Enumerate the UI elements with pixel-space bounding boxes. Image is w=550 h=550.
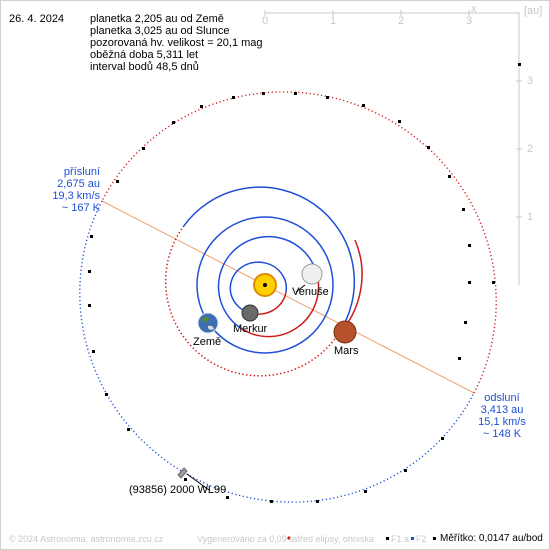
perihelion-label: přísluní 2,675 au 19,3 km/s ~ 167 K bbox=[50, 166, 100, 214]
perihelion-distance: 2,675 au bbox=[57, 178, 100, 190]
earth-orbit bbox=[196, 216, 334, 354]
info-distance-earth: planetka 2,205 au od Země bbox=[90, 13, 224, 25]
info-point-interval: interval bodů 48,5 dnů bbox=[90, 61, 199, 73]
x-tick-2: 2 bbox=[398, 15, 405, 27]
asteroid-label: (93856) 2000 WL99 bbox=[129, 484, 227, 496]
apsides-line bbox=[101, 200, 475, 394]
mercury-icon bbox=[241, 304, 259, 322]
info-magnitude: pozorovaná hv. velikost = 20,1 mag bbox=[90, 37, 263, 49]
date: 26. 4. 2024 bbox=[9, 13, 65, 25]
y-tick-2: 2 bbox=[527, 143, 534, 155]
venus-orbit bbox=[217, 235, 320, 338]
info-period: oběžná doba 5,311 let bbox=[90, 49, 199, 61]
scale-label: Měřítko: 0,0147 au/bod bbox=[440, 533, 543, 544]
generated-time: Vygenerováno za 0,09 s bbox=[197, 534, 294, 544]
mercury-label: Merkur bbox=[233, 323, 268, 335]
y-tick-1: 1 bbox=[527, 211, 534, 223]
unit-label: [au] bbox=[524, 5, 543, 17]
y-axis bbox=[516, 13, 522, 285]
orbit-markers bbox=[88, 63, 521, 503]
legend-markers bbox=[287, 536, 436, 540]
earth-label: Země bbox=[193, 336, 222, 348]
venus-pointer bbox=[295, 284, 306, 293]
x-tick-3: 3 bbox=[466, 15, 473, 27]
mars-label: Mars bbox=[334, 345, 359, 357]
asteroid-icon bbox=[177, 467, 188, 479]
x-tick-1: 1 bbox=[330, 15, 337, 27]
aphelion-temp: ~ 148 K bbox=[482, 428, 522, 440]
asteroid-pointer bbox=[186, 473, 210, 491]
aphelion-label: odsluní 3,413 au 15,1 km/s ~ 148 K bbox=[476, 392, 528, 440]
venus-label: Venuše bbox=[292, 286, 329, 298]
aphelion-distance: 3,413 au bbox=[480, 404, 524, 416]
aphelion-speed: 15,1 km/s bbox=[478, 416, 526, 428]
perihelion-temp: ~ 167 K bbox=[61, 202, 100, 214]
x-axis bbox=[264, 10, 520, 16]
asteroid-info: planetka 2,205 au od Země planetka 3,025… bbox=[90, 13, 263, 73]
earth-icon bbox=[197, 312, 219, 334]
info-distance-sun: planetka 3,025 au od Slunce bbox=[90, 25, 230, 37]
aphelion-title: odsluní bbox=[484, 392, 520, 404]
legend-f2: F2 bbox=[416, 534, 427, 544]
x-tick-0: 0 bbox=[262, 15, 269, 27]
y-tick-3: 3 bbox=[527, 75, 534, 87]
x-axis-label: x bbox=[471, 3, 477, 15]
venus-icon bbox=[301, 263, 323, 285]
asteroid-orbit bbox=[79, 91, 497, 503]
sun-icon bbox=[253, 273, 277, 297]
legend-center: střed elipsy, ohniska bbox=[293, 534, 374, 544]
perihelion-speed: 19,3 km/s bbox=[52, 190, 100, 202]
mars-icon bbox=[333, 320, 357, 344]
perihelion-title: přísluní bbox=[63, 166, 100, 178]
legend-f1: F1 a bbox=[391, 534, 410, 544]
copyright: © 2024 Astronomia, astronomia.zcu.cz bbox=[9, 534, 164, 544]
